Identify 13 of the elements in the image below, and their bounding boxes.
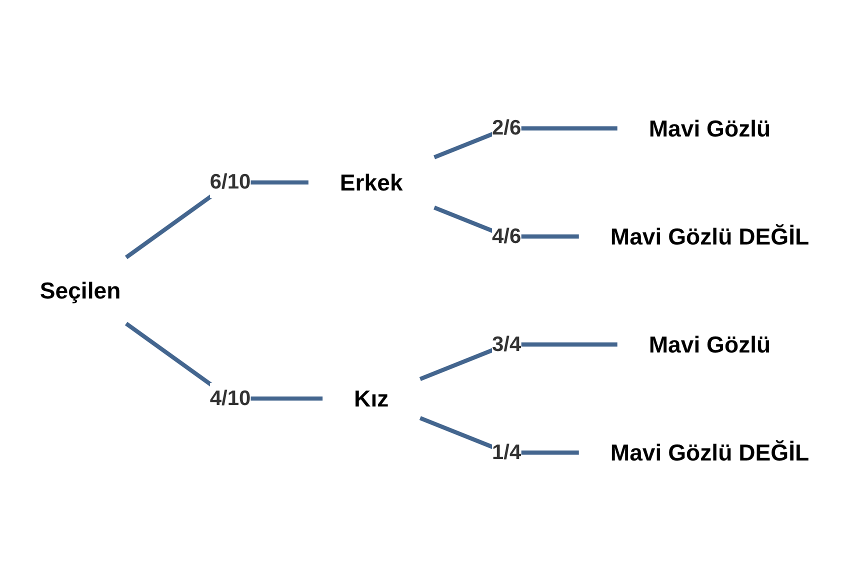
node-text: Mavi Gözlü (648, 331, 771, 358)
node-text: Erkek (340, 169, 403, 196)
node-text: Seçilen (40, 277, 121, 304)
node-text: Mavi Gözlü DEĞİL (610, 223, 810, 250)
node-text: Mavi Gözlü DEĞİL (610, 439, 810, 466)
edge-label: 6/10 (210, 170, 251, 194)
edge-label: 4/10 (210, 387, 251, 410)
edge-label: 1/4 (492, 441, 522, 464)
edge-label: 3/4 (492, 332, 522, 356)
edge-label: 2/6 (492, 116, 522, 140)
node-text: Kız (354, 385, 389, 412)
node-text: Mavi Gözlü (648, 115, 771, 142)
edge-label: 4/6 (492, 224, 522, 248)
